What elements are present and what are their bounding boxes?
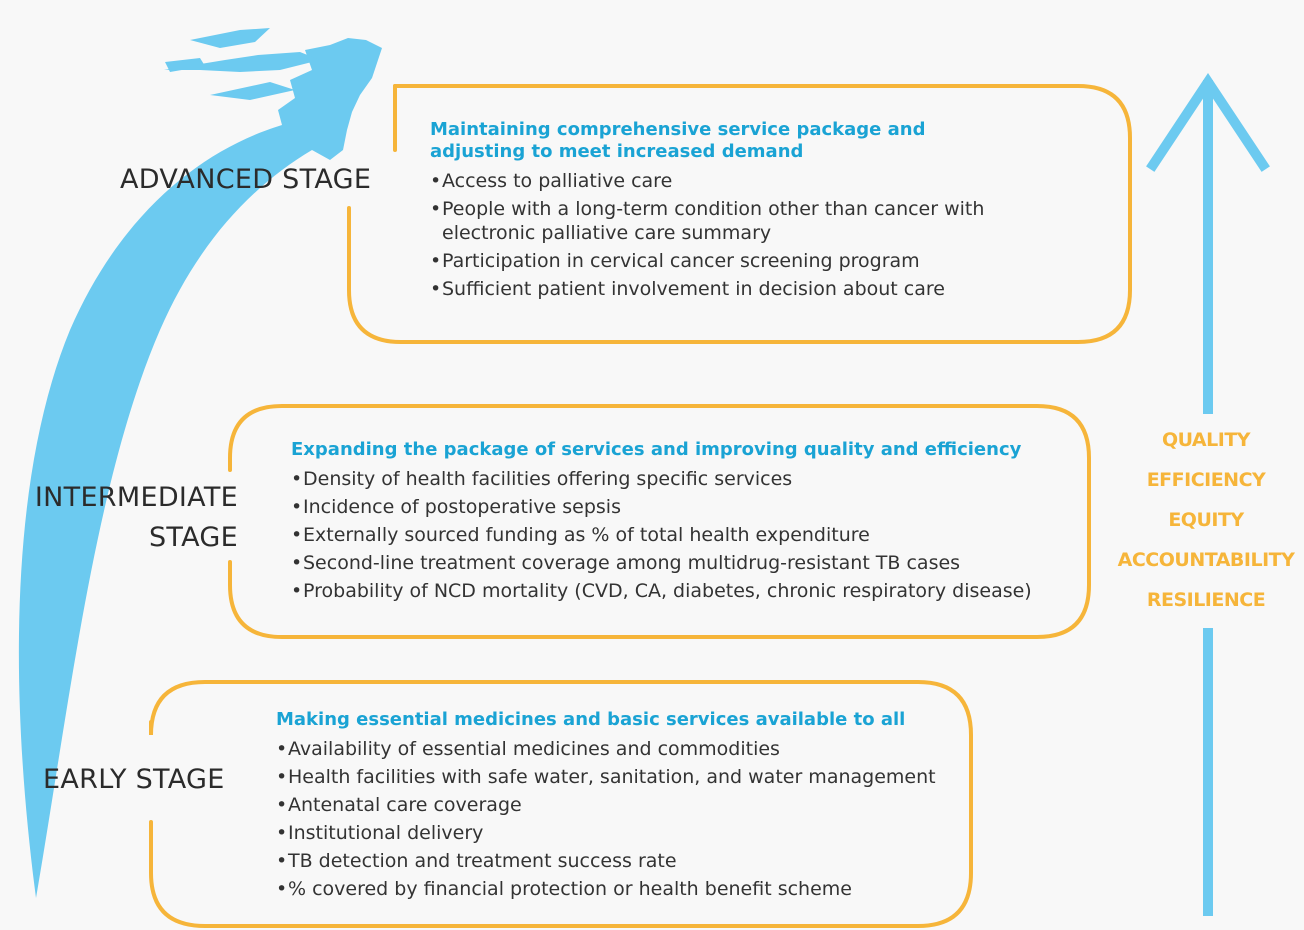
advanced-stage-label: ADVANCED STAGE xyxy=(120,164,372,195)
indicator-item: Incidence of postoperative sepsis xyxy=(291,493,1081,521)
intermediate-stage-content: Expanding the package of services and im… xyxy=(291,439,1081,605)
advanced-stage-box xyxy=(347,84,1132,344)
indicator-item: Sufficient patient involvement in decisi… xyxy=(430,275,1090,303)
advanced-stage-content: Maintaining comprehensive service packag… xyxy=(430,119,1090,303)
early-stage-content: Making essential medicines and basic ser… xyxy=(276,709,966,903)
indicator-item: Institutional delivery xyxy=(276,819,966,847)
indicator-item: Density of health facilities offering sp… xyxy=(291,465,1081,493)
value-equity: EQUITY xyxy=(1168,509,1244,531)
indicator-item: Probability of NCD mortality (CVD, CA, d… xyxy=(291,577,1081,605)
early-stage-box xyxy=(149,680,973,928)
values-list: QUALITY EFFICIENCY EQUITY ACCOUNTABILITY… xyxy=(1112,420,1300,620)
swoosh-streaks xyxy=(164,28,320,100)
intermediate-stage-box xyxy=(228,404,1091,639)
indicator-item: Access to palliative care xyxy=(430,167,1090,195)
early-indicator-list: Availability of essential medicines and … xyxy=(276,735,966,903)
value-quality: QUALITY xyxy=(1161,429,1251,451)
indicator-item: People with a long-term condition other … xyxy=(430,197,1090,245)
indicator-item: Externally sourced funding as % of total… xyxy=(291,521,1081,549)
intermediate-stage-heading: Expanding the package of services and im… xyxy=(291,439,1022,460)
progress-swoosh-arrow xyxy=(18,38,382,898)
indicator-item: Antenatal care coverage xyxy=(276,791,966,819)
advanced-indicator-list: Access to palliative care People with a … xyxy=(430,167,1090,303)
intermediate-stage-label: INTERMEDIATE STAGE xyxy=(34,482,238,553)
indicator-item: Health facilities with safe water, sanit… xyxy=(276,763,966,791)
value-resilience: RESILIENCE xyxy=(1146,589,1266,611)
indicator-item: Participation in cervical cancer screeni… xyxy=(430,247,1090,275)
vertical-arrow-head xyxy=(1146,72,1270,172)
value-accountability: ACCOUNTABILITY xyxy=(1117,549,1295,571)
indicator-item: Availability of essential medicines and … xyxy=(276,735,966,763)
value-efficiency: EFFICIENCY xyxy=(1146,469,1266,491)
advanced-stage-heading: Maintaining comprehensive service packag… xyxy=(430,119,926,162)
indicator-item: % covered by financial protection or hea… xyxy=(276,875,966,903)
intermediate-indicator-list: Density of health facilities offering sp… xyxy=(291,465,1081,605)
indicator-item: Second-line treatment coverage among mul… xyxy=(291,549,1081,577)
indicator-item: TB detection and treatment success rate xyxy=(276,847,966,875)
early-stage-label: EARLY STAGE xyxy=(43,764,225,795)
early-stage-heading: Making essential medicines and basic ser… xyxy=(276,709,906,730)
